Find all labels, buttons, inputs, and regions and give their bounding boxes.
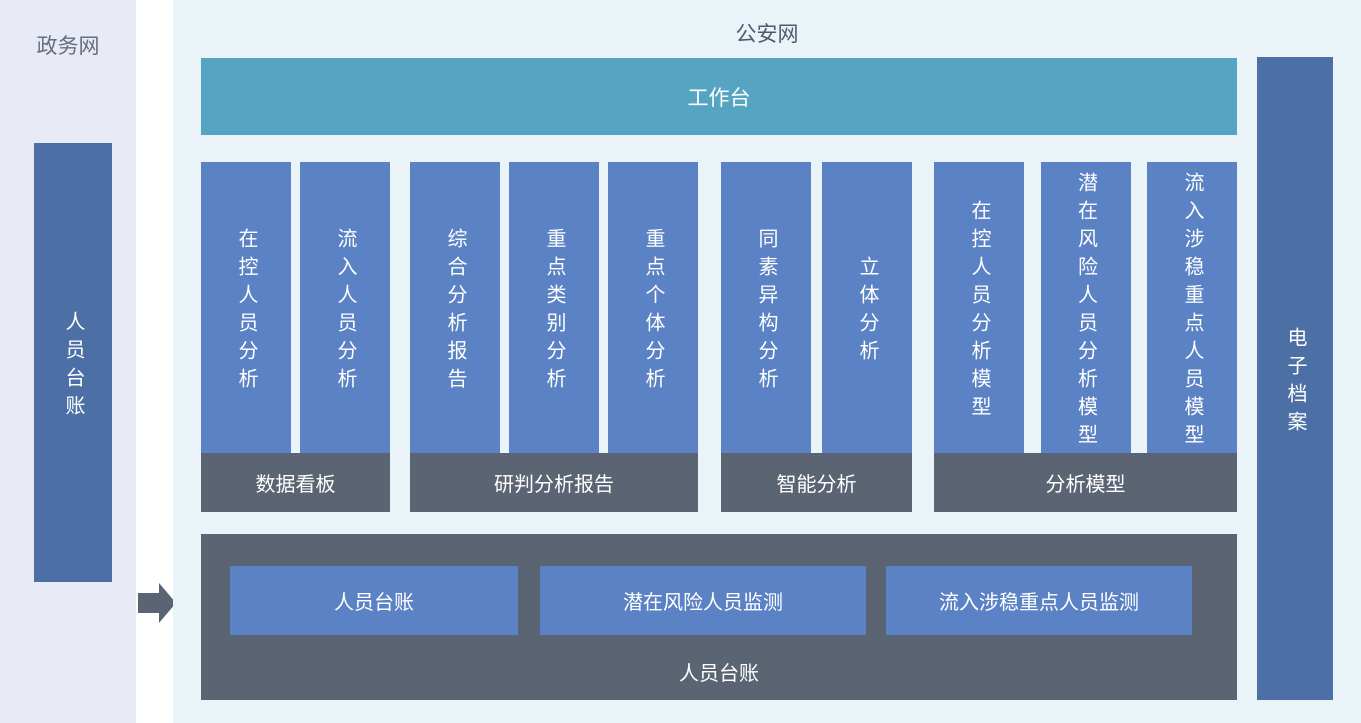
group-analysis-report: 综合分析报告 重点类别分析 重点个体分析 研判分析报告 xyxy=(410,162,698,512)
group-label-analysis-models: 分析模型 xyxy=(934,453,1237,512)
button-inflow-key-personnel-monitoring[interactable]: 流入涉稳重点人员监测 xyxy=(886,566,1192,635)
module-label: 在控人员分析模型 xyxy=(968,199,990,424)
police-network-title: 公安网 xyxy=(735,23,799,46)
panel-personnel-ledger: 人员台账 潜在风险人员监测 流入涉稳重点人员监测 人员台账 xyxy=(201,534,1237,700)
electronic-archive-bar[interactable]: 电子档案 xyxy=(1257,57,1333,700)
module-label: 重点类别分析 xyxy=(543,227,565,396)
button-label: 流入涉稳重点人员监测 xyxy=(939,592,1139,614)
module-inflow-personnel-analysis[interactable]: 流入人员分析 xyxy=(300,162,390,453)
module-key-category-analysis[interactable]: 重点类别分析 xyxy=(509,162,599,453)
module-label: 同素异构分析 xyxy=(755,227,777,396)
group-data-dashboard-bars: 在控人员分析 流入人员分析 xyxy=(201,162,390,453)
module-key-individual-analysis[interactable]: 重点个体分析 xyxy=(608,162,698,453)
module-isomer-analysis[interactable]: 同素异构分析 xyxy=(721,162,811,453)
module-label: 综合分析报告 xyxy=(444,227,466,396)
group-label-data-dashboard: 数据看板 xyxy=(201,453,390,512)
group-analysis-report-bars: 综合分析报告 重点类别分析 重点个体分析 xyxy=(410,162,698,453)
arrow-stem xyxy=(138,593,159,613)
group-analysis-models-bars: 在控人员分析模型 潜在风险人员分析模型 流入涉稳重点人员模型 xyxy=(934,162,1237,453)
module-label: 流入涉稳重点人员模型 xyxy=(1181,171,1203,452)
group-label-analysis-report: 研判分析报告 xyxy=(410,453,698,512)
government-network-title: 政务网 xyxy=(36,35,100,58)
button-label: 潜在风险人员监测 xyxy=(623,592,783,614)
electronic-archive-bar-label: 电子档案 xyxy=(1284,326,1306,439)
flow-right-arrow-icon xyxy=(138,583,176,623)
module-potential-risk-personnel-analysis-model[interactable]: 潜在风险人员分析模型 xyxy=(1040,162,1131,453)
module-controlled-personnel-analysis-model[interactable]: 在控人员分析模型 xyxy=(934,162,1024,453)
group-data-dashboard: 在控人员分析 流入人员分析 数据看板 xyxy=(201,162,390,512)
workbench-label: 工作台 xyxy=(687,86,751,110)
personnel-ledger-side-bar-label: 人员台账 xyxy=(62,310,84,423)
group-analysis-models: 在控人员分析模型 潜在风险人员分析模型 流入涉稳重点人员模型 分析模型 xyxy=(934,162,1237,512)
button-label: 人员台账 xyxy=(334,592,414,614)
personnel-ledger-panel-label: 人员台账 xyxy=(679,663,759,685)
panel-government-network: 政务网 人员台账 xyxy=(0,0,136,723)
module-label: 流入人员分析 xyxy=(334,227,356,396)
module-controlled-personnel-analysis[interactable]: 在控人员分析 xyxy=(201,162,291,453)
module-inflow-key-personnel-model[interactable]: 流入涉稳重点人员模型 xyxy=(1147,162,1237,453)
module-label: 在控人员分析 xyxy=(235,227,257,396)
personnel-ledger-side-bar[interactable]: 人员台账 xyxy=(34,143,112,582)
workbench-bar[interactable]: 工作台 xyxy=(201,58,1237,135)
arrow-head xyxy=(159,583,176,623)
module-label: 重点个体分析 xyxy=(642,227,664,396)
module-label: 立体分析 xyxy=(856,255,878,368)
group-intelligent-analysis: 同素异构分析 立体分析 智能分析 xyxy=(721,162,912,512)
module-comprehensive-analysis-report[interactable]: 综合分析报告 xyxy=(410,162,500,453)
button-personnel-ledger[interactable]: 人员台账 xyxy=(230,566,518,635)
module-stereoscopic-analysis[interactable]: 立体分析 xyxy=(822,162,912,453)
button-potential-risk-personnel-monitoring[interactable]: 潜在风险人员监测 xyxy=(540,566,866,635)
group-label-intelligent-analysis: 智能分析 xyxy=(721,453,912,512)
group-intelligent-analysis-bars: 同素异构分析 立体分析 xyxy=(721,162,912,453)
module-label: 潜在风险人员分析模型 xyxy=(1074,171,1097,452)
panel-police-network: 公安网 工作台 在控人员分析 流入人员分析 数据看板 综合分析报告 xyxy=(173,0,1361,723)
